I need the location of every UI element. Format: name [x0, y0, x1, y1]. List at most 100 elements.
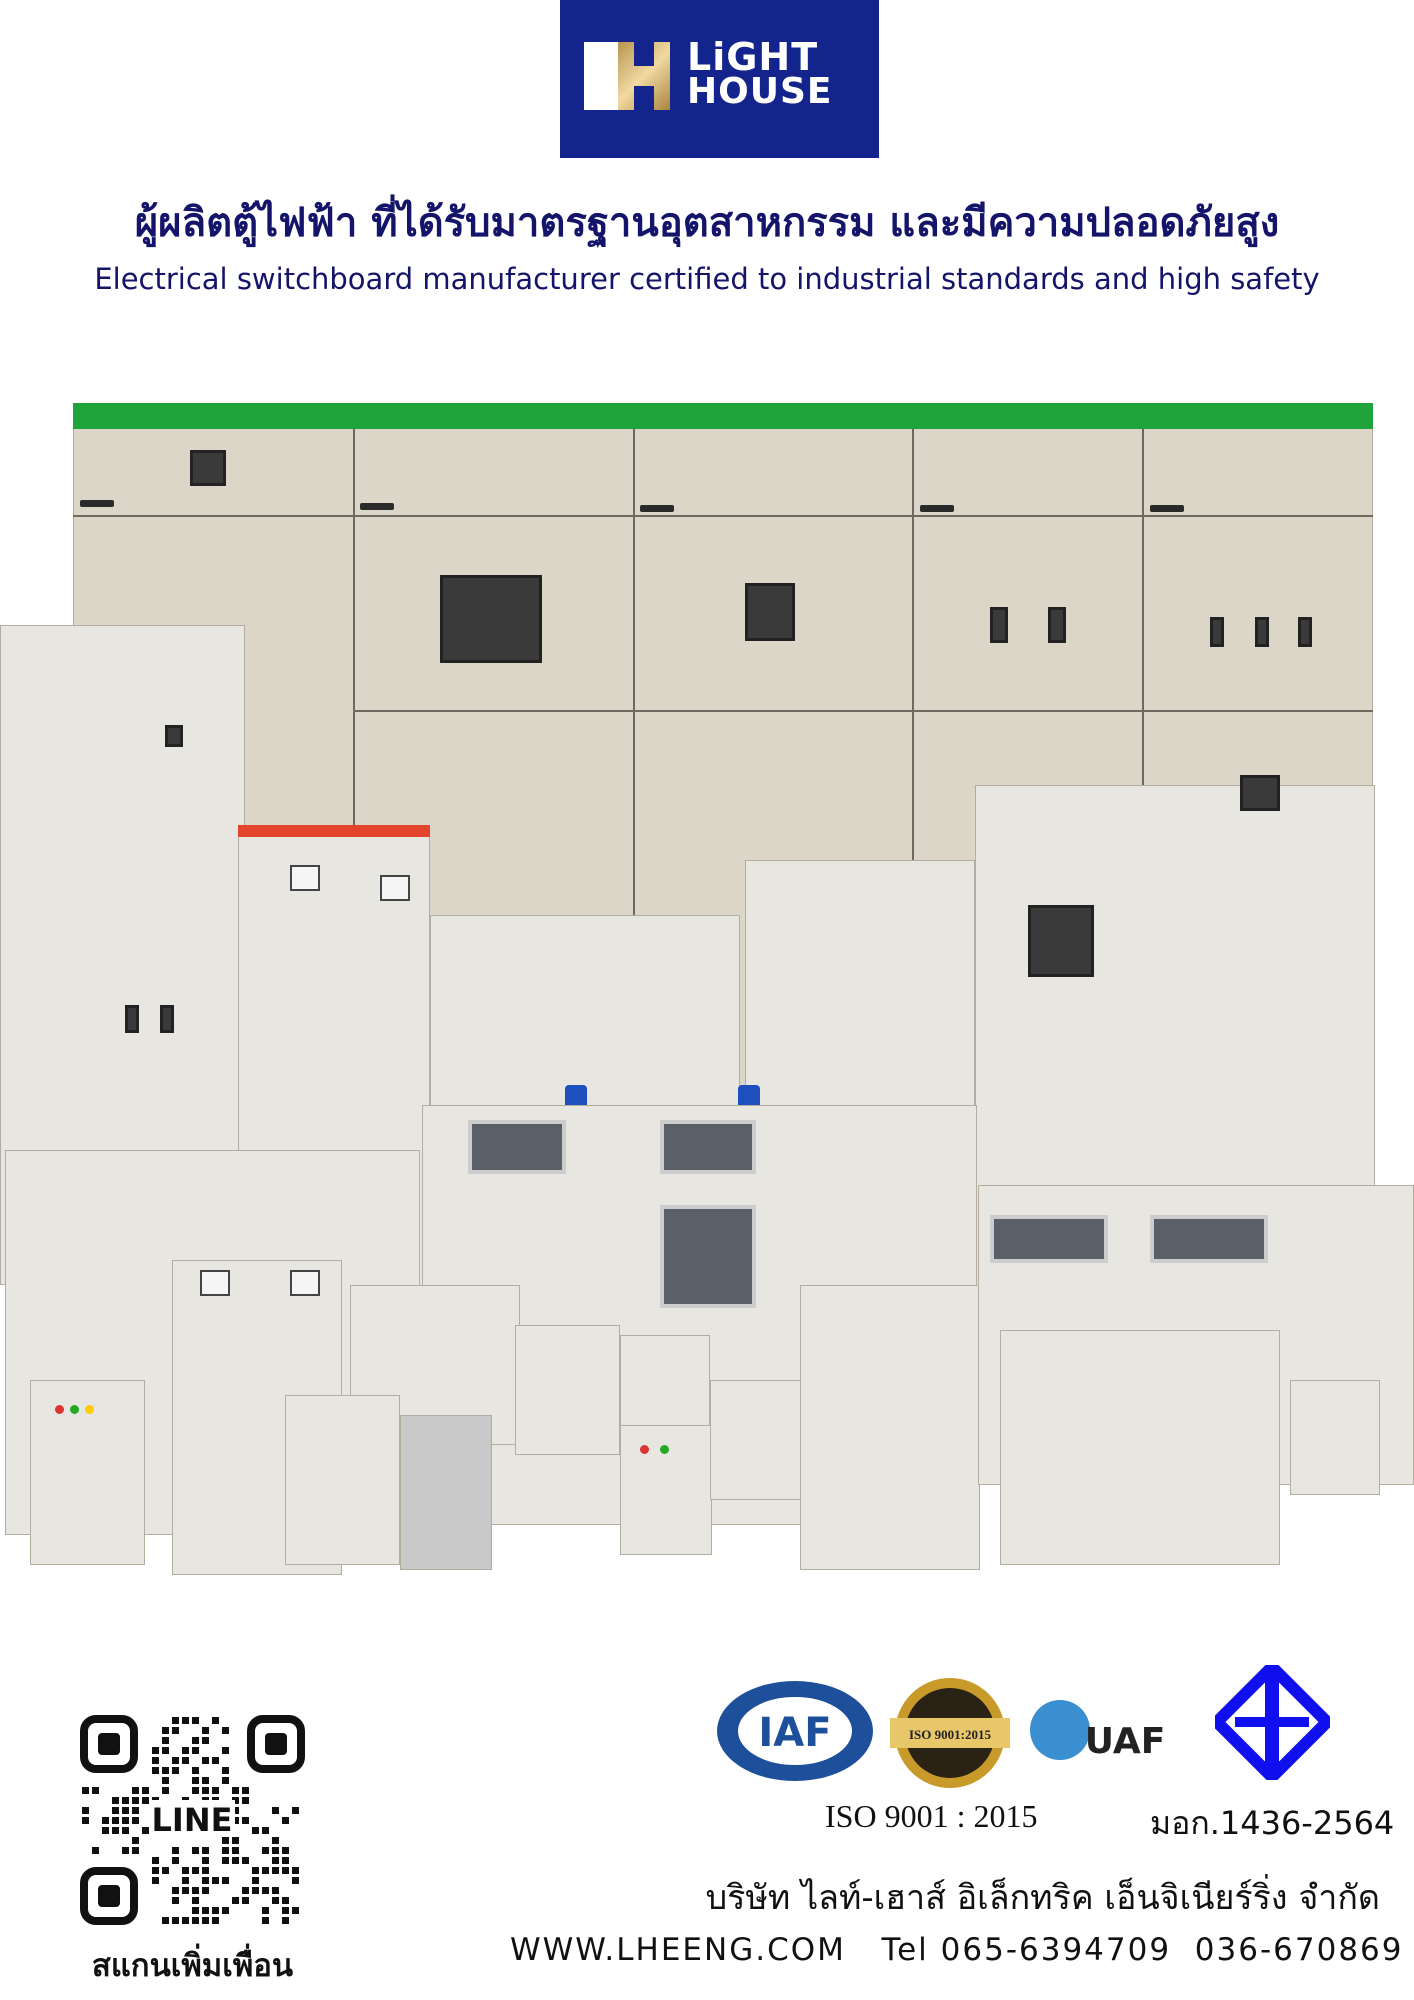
qr-module — [122, 1827, 129, 1834]
viewing-window — [990, 1215, 1108, 1263]
qr-module — [282, 1857, 289, 1864]
qr-module — [232, 1797, 239, 1804]
circuit-breaker — [125, 1005, 139, 1033]
qr-module — [122, 1817, 129, 1824]
line-qr-code[interactable]: LINE — [80, 1715, 305, 1925]
qr-module — [82, 1787, 89, 1794]
qr-module — [142, 1787, 149, 1794]
qr-module — [162, 1737, 169, 1744]
circuit-breaker — [1048, 607, 1066, 643]
panel-seam — [353, 710, 1373, 712]
circuit-breaker — [1255, 617, 1269, 647]
qr-module — [272, 1837, 279, 1844]
qr-module — [202, 1887, 209, 1894]
qr-module — [222, 1857, 229, 1864]
qr-module — [222, 1767, 229, 1774]
qr-module — [152, 1757, 159, 1764]
qr-module — [182, 1877, 189, 1884]
qr-module — [152, 1767, 159, 1774]
qr-module — [222, 1877, 229, 1884]
qr-module — [162, 1727, 169, 1734]
qr-module — [142, 1797, 149, 1804]
qr-module — [152, 1857, 159, 1864]
qr-module — [182, 1917, 189, 1924]
iso-certified-seal: ISO 9001:2015 — [890, 1678, 1010, 1788]
qr-module — [292, 1907, 299, 1914]
qr-module — [132, 1797, 139, 1804]
door-handle — [80, 500, 114, 507]
circuit-breaker — [1298, 617, 1312, 647]
qr-module — [282, 1907, 289, 1914]
qr-module — [262, 1867, 269, 1874]
qr-module — [192, 1917, 199, 1924]
qr-module — [202, 1867, 209, 1874]
qr-module — [222, 1907, 229, 1914]
qr-module — [172, 1887, 179, 1894]
qr-module — [172, 1767, 179, 1774]
qr-module — [192, 1717, 199, 1724]
door-handle — [920, 505, 954, 512]
qr-module — [232, 1857, 239, 1864]
stainless-cabinet — [400, 1415, 492, 1570]
qr-module — [172, 1897, 179, 1904]
iaf-logo-text: IAF — [758, 1710, 831, 1756]
lighthouse-logo: LiGHT HOUSE — [560, 0, 879, 158]
qr-module — [212, 1907, 219, 1914]
logo-text-line1: LiGHT — [687, 35, 819, 79]
qr-module — [112, 1807, 119, 1814]
qr-module — [172, 1917, 179, 1924]
qr-module — [252, 1827, 259, 1834]
qr-module — [252, 1867, 259, 1874]
qr-module — [172, 1757, 179, 1764]
qr-module — [202, 1757, 209, 1764]
website-link[interactable]: WWW.LHEENG.COM — [510, 1932, 846, 1968]
qr-module — [192, 1737, 199, 1744]
contact-line: WWW.LHEENG.COM Tel 065-6394709 036-67086… — [510, 1932, 1404, 1968]
qr-module — [192, 1867, 199, 1874]
qr-module — [292, 1877, 299, 1884]
qr-module — [172, 1727, 179, 1734]
qr-module — [162, 1867, 169, 1874]
circuit-breaker — [1210, 617, 1224, 647]
qr-module — [262, 1827, 269, 1834]
viewing-window — [660, 1120, 756, 1174]
qr-module — [252, 1877, 259, 1884]
qr-module — [222, 1837, 229, 1844]
qr-module — [282, 1817, 289, 1824]
qr-module — [182, 1717, 189, 1724]
qr-module — [142, 1827, 149, 1834]
wall-cabinet — [515, 1325, 620, 1455]
wall-cabinet — [1290, 1380, 1380, 1495]
indicator-lamp — [70, 1405, 79, 1414]
qr-module — [172, 1717, 179, 1724]
qr-module — [222, 1777, 229, 1784]
qr-module — [242, 1897, 249, 1904]
headline-english: Electrical switchboard manufacturer cert… — [94, 262, 1320, 296]
qr-module — [132, 1787, 139, 1794]
qr-module — [272, 1847, 279, 1854]
qr-module — [282, 1867, 289, 1874]
headline-thai: ผู้ผลิตตู้ไฟฟ้า ที่ได้รับมาตรฐานอุตสาหกร… — [134, 200, 1280, 246]
iso-9001-label: ISO 9001 : 2015 — [825, 1798, 1038, 1834]
qr-module — [172, 1847, 179, 1854]
qr-module — [282, 1847, 289, 1854]
indicator-lamp — [85, 1405, 94, 1414]
phone-number[interactable]: 065-6394709 — [940, 1932, 1172, 1968]
qr-module — [242, 1857, 249, 1864]
qr-module — [172, 1857, 179, 1864]
iaf-logo: IAF — [717, 1681, 873, 1781]
air-circuit-breaker — [1028, 905, 1094, 977]
analog-meter — [380, 875, 410, 901]
analog-meter — [200, 1270, 230, 1296]
floor-cabinet — [1000, 1330, 1280, 1565]
qr-module — [272, 1887, 279, 1894]
qr-module — [82, 1817, 89, 1824]
qr-module — [242, 1787, 249, 1794]
panel-seam — [912, 429, 914, 1189]
qr-module — [202, 1737, 209, 1744]
qr-module — [262, 1847, 269, 1854]
phone-number[interactable]: 036-670869 — [1194, 1932, 1404, 1968]
qr-module — [262, 1887, 269, 1894]
qr-module — [272, 1897, 279, 1904]
qr-module — [132, 1817, 139, 1824]
